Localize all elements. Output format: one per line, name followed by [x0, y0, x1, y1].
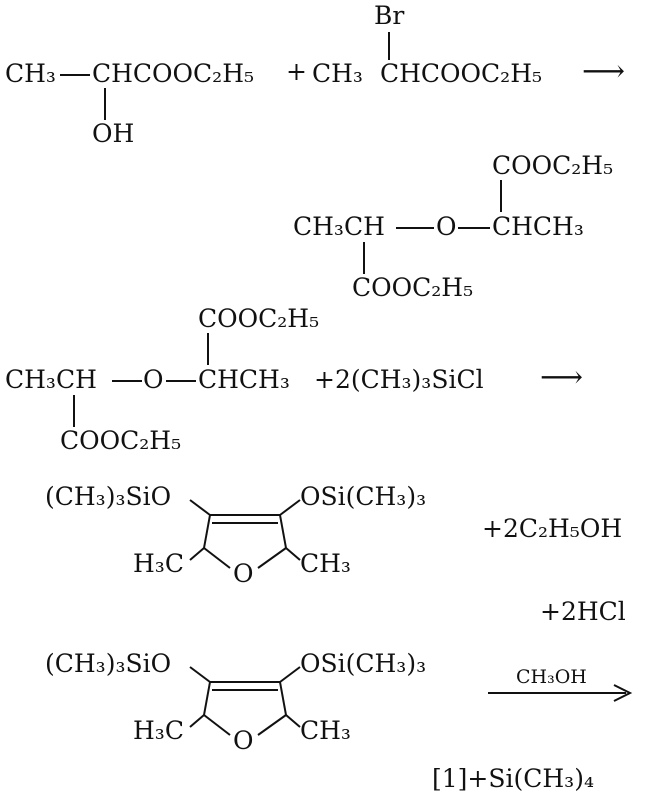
- bond: [388, 32, 390, 60]
- ring2-methyl-right: CH₃: [300, 716, 351, 745]
- reactant2-right-ch: CHCH₃: [198, 365, 290, 394]
- ring2-silyloxy-left: (CH₃)₃SiO: [45, 649, 172, 678]
- ring1-methyl-right: CH₃: [300, 549, 351, 578]
- bond: [458, 227, 490, 229]
- ring1-silyloxy-left: (CH₃)₃SiO: [45, 482, 172, 511]
- methanol-arrow-label: CH₃OH: [516, 666, 587, 688]
- bond: [73, 395, 75, 427]
- product1-bottom-ester: COOC₂H₅: [352, 273, 474, 302]
- product1-left-ch: CH₃CH: [293, 212, 385, 241]
- ring2-silyloxy-right: OSi(CH₃)₃: [300, 649, 427, 678]
- bond: [207, 333, 209, 365]
- bond: [500, 180, 502, 212]
- reaction-arrow: ⟶: [582, 54, 626, 89]
- reactant-b-methyl: CH₃: [312, 59, 363, 88]
- reactant-a-hydroxyl: OH: [92, 119, 135, 148]
- silyl-chloride-reagent: +2(CH₃)₃SiCl: [314, 365, 484, 394]
- bond: [60, 74, 90, 76]
- reactant-a-methyl: CH₃: [5, 59, 56, 88]
- reactant2-ether-oxygen: O: [143, 365, 164, 394]
- product1-ether-oxygen: O: [436, 212, 457, 241]
- ring1-oxygen: O: [233, 559, 254, 588]
- bond: [104, 88, 106, 120]
- reactant2-top-ester: COOC₂H₅: [198, 304, 320, 333]
- ring1-methyl-left: H₃C: [133, 549, 184, 578]
- reactant-a-ester: CHCOOC₂H₅: [92, 59, 255, 88]
- product1-top-ester: COOC₂H₅: [492, 151, 614, 180]
- ring1-silyloxy-right: OSi(CH₃)₃: [300, 482, 427, 511]
- ring2-oxygen: O: [233, 726, 254, 755]
- reactant-b-ester: CHCOOC₂H₅: [380, 59, 543, 88]
- product1-right-ch: CHCH₃: [492, 212, 584, 241]
- bond: [166, 380, 196, 382]
- reactant2-left-ch: CH₃CH: [5, 365, 97, 394]
- byproduct-ethanol: +2C₂H₅OH: [482, 514, 623, 543]
- reactant2-bottom-ester: COOC₂H₅: [60, 426, 182, 455]
- reactant-b-bromine: Br: [374, 1, 405, 30]
- bond: [112, 380, 142, 382]
- ring2-methyl-left: H₃C: [133, 716, 184, 745]
- bond: [363, 242, 365, 274]
- plus-sign: +: [286, 57, 307, 86]
- byproduct-hcl: +2HCl: [540, 597, 626, 626]
- reaction-arrow: ⟶: [540, 360, 584, 395]
- bond: [396, 227, 434, 229]
- final-product: [1]+Si(CH₃)₄: [432, 764, 594, 793]
